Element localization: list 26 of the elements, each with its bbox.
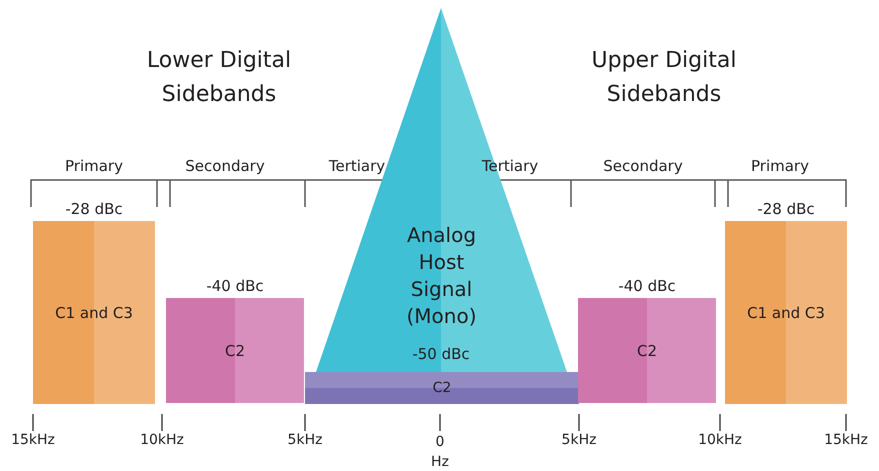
section-title: Lower Digital Sidebands bbox=[146, 47, 292, 109]
frequency-label: 0 Hz bbox=[430, 433, 450, 471]
power-level-label: -40 dBc bbox=[206, 277, 264, 295]
section-title: Upper Digital Sidebands bbox=[590, 47, 738, 109]
band-label: Tertiary bbox=[328, 157, 386, 175]
subcarrier-bar: C2 bbox=[305, 372, 579, 404]
sideband-block: C2 bbox=[166, 298, 304, 403]
band-label: Primary bbox=[751, 157, 809, 175]
band-label: Secondary bbox=[603, 157, 683, 175]
frequency-label: 15kHz bbox=[824, 432, 868, 449]
band-label: Secondary bbox=[185, 157, 265, 175]
sideband-block: C1 and C3 bbox=[725, 221, 847, 404]
sideband-block: C1 and C3 bbox=[33, 221, 155, 404]
analog-signal-triangle bbox=[316, 8, 567, 372]
signal-label: Analog Host Signal (Mono) bbox=[405, 222, 478, 330]
frequency-label: 10kHz bbox=[698, 432, 742, 449]
frequency-label: 5kHz bbox=[288, 432, 322, 449]
frequency-label: 10kHz bbox=[140, 432, 184, 449]
frequency-label: 15kHz bbox=[11, 432, 55, 449]
power-level-label: -50 dBc bbox=[412, 345, 470, 363]
band-label: Primary bbox=[65, 157, 123, 175]
power-level-label: -40 dBc bbox=[618, 277, 676, 295]
power-level-label: -28 dBc bbox=[757, 200, 815, 218]
power-level-label: -28 dBc bbox=[65, 200, 123, 218]
frequency-label: 5kHz bbox=[562, 432, 596, 449]
sideband-block: C2 bbox=[578, 298, 716, 403]
